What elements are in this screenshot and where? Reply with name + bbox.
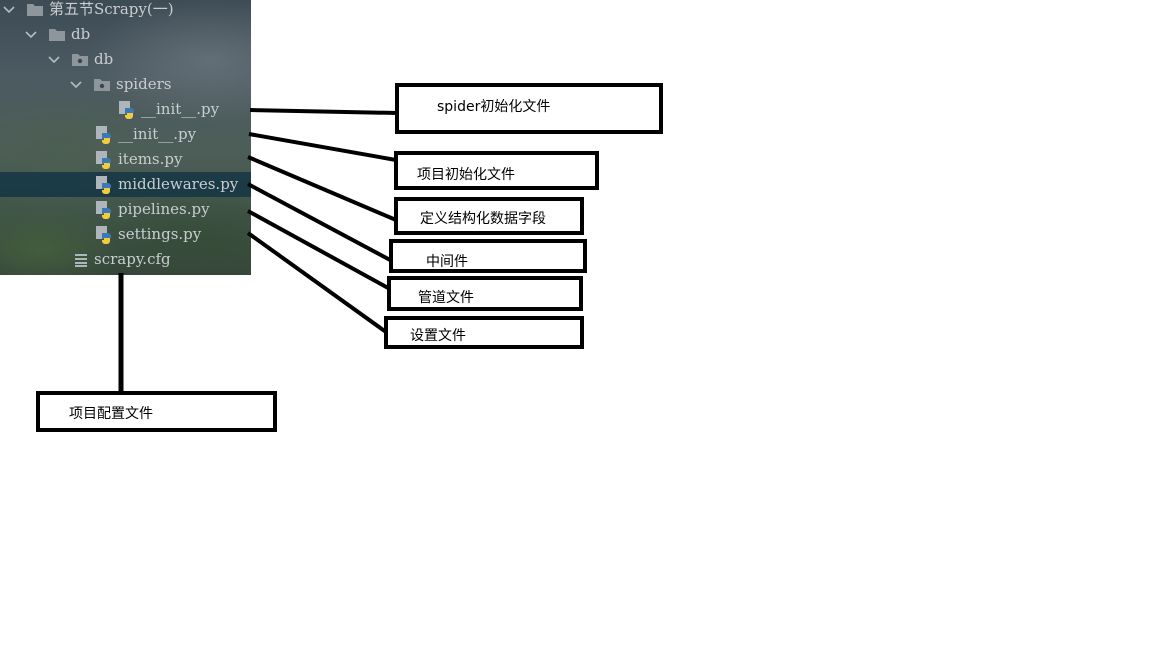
tree-label: 第五节Scrapy(一) <box>49 0 174 18</box>
project-tree-panel: 第五节Scrapy(一) db db spiders __init__.py _… <box>0 0 251 275</box>
annotation-text: 管道文件 <box>418 290 474 306</box>
tree-row-scrapy-cfg[interactable]: scrapy.cfg <box>0 247 251 272</box>
chevron-down-icon[interactable] <box>2 3 16 17</box>
chevron-down-icon[interactable] <box>24 28 38 42</box>
annotation-text: spider初始化文件 <box>437 99 551 115</box>
folder-icon <box>49 29 65 41</box>
tree-label: scrapy.cfg <box>94 250 171 268</box>
annotation-middlewares: 中间件 <box>389 239 587 273</box>
python-file-icon <box>96 125 111 144</box>
tree-label: settings.py <box>118 225 202 243</box>
python-file-icon <box>96 150 111 169</box>
annotation-spider-init: spider初始化文件 <box>395 83 663 134</box>
python-file-icon <box>96 225 111 244</box>
annotation-project-init: 项目初始化文件 <box>394 151 599 190</box>
annotation-text: 中间件 <box>426 254 468 270</box>
connector-middlewares <box>247 182 393 263</box>
python-file-icon <box>96 175 111 194</box>
tree-row-middlewares[interactable]: middlewares.py <box>0 172 251 197</box>
tree-label: spiders <box>116 75 172 93</box>
tree-row-spiders-init[interactable]: __init__.py <box>0 97 251 122</box>
tree-label: __init__.py <box>118 125 197 143</box>
connector-pipelines <box>247 209 391 291</box>
tree-row-spiders-package[interactable]: spiders <box>0 72 251 97</box>
annotation-text: 设置文件 <box>410 328 466 344</box>
connector-spider-init <box>249 108 398 115</box>
package-folder-icon <box>94 79 110 91</box>
annotation-config: 项目配置文件 <box>36 391 277 432</box>
python-file-icon <box>119 100 134 119</box>
tree-row-settings[interactable]: settings.py <box>0 222 251 247</box>
annotation-pipelines: 管道文件 <box>387 276 583 311</box>
config-file-icon <box>75 253 87 267</box>
python-file-icon <box>96 200 111 219</box>
tree-row-db-folder[interactable]: db <box>0 22 251 47</box>
tree-label: db <box>94 50 114 68</box>
annotation-text: 项目配置文件 <box>69 406 153 422</box>
tree-row-project-root[interactable]: 第五节Scrapy(一) <box>0 0 251 22</box>
annotation-settings: 设置文件 <box>384 316 584 349</box>
tree-row-db-init[interactable]: __init__.py <box>0 122 251 147</box>
tree-label: __init__.py <box>141 100 220 118</box>
chevron-down-icon[interactable] <box>47 53 61 67</box>
tree-label: items.py <box>118 150 183 168</box>
chevron-down-icon[interactable] <box>69 78 83 92</box>
tree-row-db-package[interactable]: db <box>0 47 251 72</box>
tree-row-items[interactable]: items.py <box>0 147 251 172</box>
tree-row-pipelines[interactable]: pipelines.py <box>0 197 251 222</box>
tree-label: middlewares.py <box>118 175 239 193</box>
annotation-text: 定义结构化数据字段 <box>420 211 546 227</box>
connector-settings <box>246 231 388 334</box>
connector-project-init <box>248 132 397 162</box>
annotation-items: 定义结构化数据字段 <box>394 197 584 235</box>
tree-label: pipelines.py <box>118 200 210 218</box>
package-folder-icon <box>72 54 88 66</box>
tree-label: db <box>71 25 91 43</box>
annotation-text: 项目初始化文件 <box>417 167 515 183</box>
folder-icon <box>27 4 43 16</box>
connector-items <box>247 155 397 222</box>
